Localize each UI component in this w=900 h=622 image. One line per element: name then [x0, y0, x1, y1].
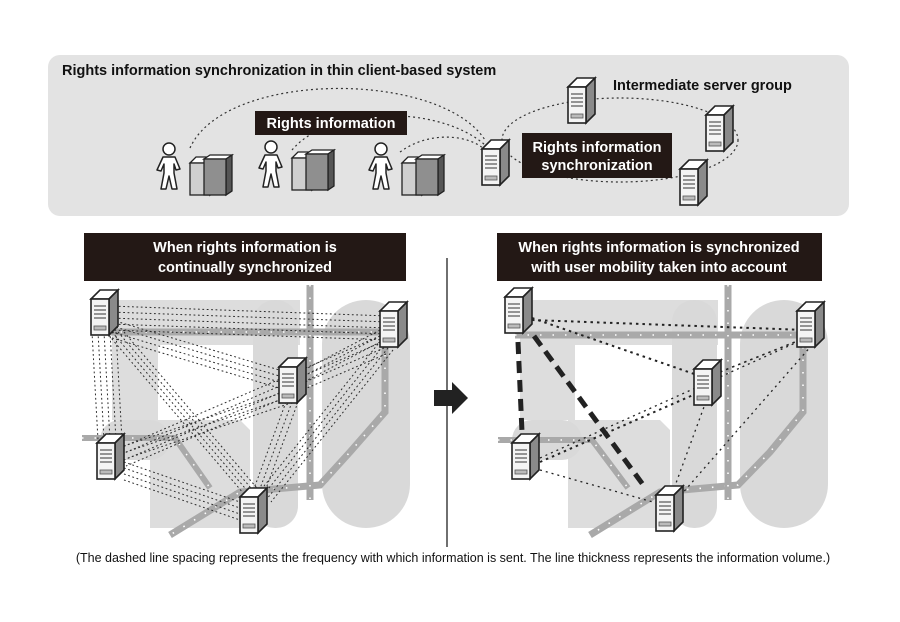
- sync-label-box: [522, 133, 672, 178]
- server-icon: [481, 139, 510, 186]
- server-icon: [705, 105, 734, 152]
- left-panel: When rights information is continually s…: [82, 233, 410, 538]
- caption: (The dashed line spacing represents the …: [76, 551, 830, 565]
- server-icon: [655, 485, 684, 532]
- server-icon: [239, 487, 268, 534]
- right-title-line1: When rights information is synchronized: [518, 240, 799, 256]
- sync-label-line1: Rights information: [533, 140, 662, 156]
- sync-label-line2: synchronization: [541, 158, 652, 174]
- right-title-box: [497, 233, 822, 281]
- rights-info-label-box: [255, 111, 407, 135]
- left-dotted-connections: [91, 305, 394, 521]
- server-icon: [693, 359, 722, 406]
- right-dotted-connections: [515, 317, 813, 505]
- gate-icon: [291, 149, 335, 191]
- arrow-right-icon: [434, 382, 468, 414]
- server-icon: [278, 357, 307, 404]
- gate-icon: [401, 154, 445, 196]
- rights-info-label: Rights information: [267, 116, 396, 132]
- server-icon: [96, 433, 125, 480]
- server-group-label: Intermediate server group: [613, 78, 792, 94]
- right-panel: When rights information is synchronized …: [497, 233, 828, 538]
- server-icon: [567, 77, 596, 124]
- server-icon: [679, 159, 708, 206]
- top-panel: Rights information synchronization in th…: [48, 55, 849, 216]
- server-icon: [511, 433, 540, 480]
- server-icon: [379, 301, 408, 348]
- left-title-line2: continually synchronized: [158, 260, 332, 276]
- top-panel-title: Rights information synchronization in th…: [62, 63, 496, 79]
- server-icon: [504, 287, 533, 334]
- server-icon: [90, 289, 119, 336]
- left-title-box: [84, 233, 406, 281]
- right-title-line2: with user mobility taken into account: [530, 260, 787, 276]
- left-title-line1: When rights information is: [153, 240, 337, 256]
- gate-icon: [189, 154, 233, 196]
- server-icon: [796, 301, 825, 348]
